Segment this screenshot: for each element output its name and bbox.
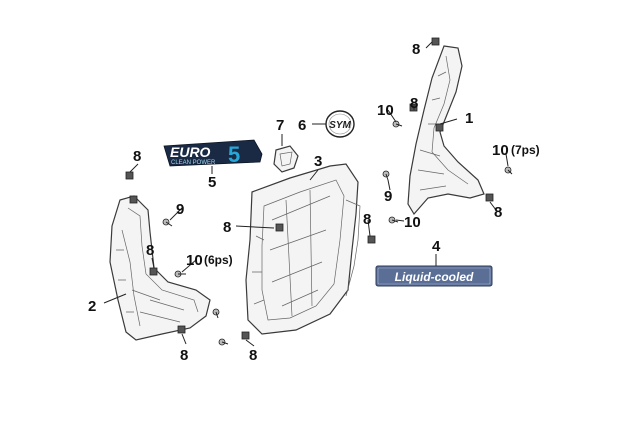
callout-8: 8 xyxy=(249,347,257,364)
euro-badge-number: 5 xyxy=(228,142,240,167)
callout-8: 8 xyxy=(133,148,141,165)
clip-icon xyxy=(367,235,376,244)
clip-icon xyxy=(177,325,186,334)
callout-9: 9 xyxy=(176,201,184,218)
part-1-right-panel xyxy=(407,45,485,216)
bolt-icon xyxy=(212,308,220,319)
callout-8: 8 xyxy=(494,204,502,221)
euro-badge-main-text: EURO xyxy=(170,144,211,160)
bolt-icon xyxy=(388,216,399,224)
liquid-cooled-text: Liquid-cooled xyxy=(395,270,474,284)
part-3-front-cover xyxy=(245,163,361,335)
clip-icon xyxy=(485,193,494,202)
clip-icon xyxy=(241,331,250,340)
callout-4: 4 xyxy=(432,238,441,255)
sym-logo-text: SYM xyxy=(329,120,351,131)
callout-1: 1 xyxy=(465,110,473,127)
bolt-icon xyxy=(392,120,403,128)
part-6-sym-emblem: SYM xyxy=(325,110,355,138)
quantity-7ps: (7ps) xyxy=(511,143,540,157)
part-5-euro5-badge: EURO CLEAN POWER 5 xyxy=(163,139,263,167)
callout-8: 8 xyxy=(410,95,418,112)
bolt-icon xyxy=(162,218,173,227)
callout-8: 8 xyxy=(180,347,188,364)
clip-icon xyxy=(275,223,284,232)
callout-8: 8 xyxy=(363,211,371,228)
quantity-6ps: (6ps) xyxy=(204,253,233,267)
leader-lines xyxy=(103,41,509,347)
bolt-icon xyxy=(218,338,229,346)
callout-10: 10 xyxy=(377,102,394,119)
bolt-icon xyxy=(504,166,513,175)
bolts-part-9-10 xyxy=(162,120,513,346)
bolt-icon xyxy=(174,270,186,278)
callout-8: 8 xyxy=(412,41,420,58)
callout-10: 10 xyxy=(492,142,509,159)
callout-10: 10 xyxy=(404,214,421,231)
callout-2: 2 xyxy=(88,298,96,315)
part-4-liquid-cooled-badge: Liquid-cooled xyxy=(375,265,493,287)
clip-icon xyxy=(431,37,440,46)
bolt-icon xyxy=(382,170,390,181)
callout-numbers: 1 2 3 4 5 6 7 8 8 8 8 8 8 8 8 8 9 9 10 (… xyxy=(88,41,540,364)
euro-badge-sub-text: CLEAN POWER xyxy=(171,160,216,166)
callout-9: 9 xyxy=(384,188,392,205)
callout-8: 8 xyxy=(146,242,154,259)
clip-icon xyxy=(149,267,158,276)
part-2-left-panel xyxy=(109,195,211,341)
part-7-bracket xyxy=(273,145,299,173)
callout-10: 10 xyxy=(186,252,203,269)
callout-8: 8 xyxy=(223,219,231,236)
clip-icon xyxy=(435,123,444,132)
callout-5: 5 xyxy=(208,174,216,191)
clip-icon xyxy=(125,171,134,180)
callout-6: 6 xyxy=(298,117,306,134)
clip-icon xyxy=(129,195,138,204)
callout-7: 7 xyxy=(276,117,284,134)
callout-3: 3 xyxy=(314,153,322,170)
